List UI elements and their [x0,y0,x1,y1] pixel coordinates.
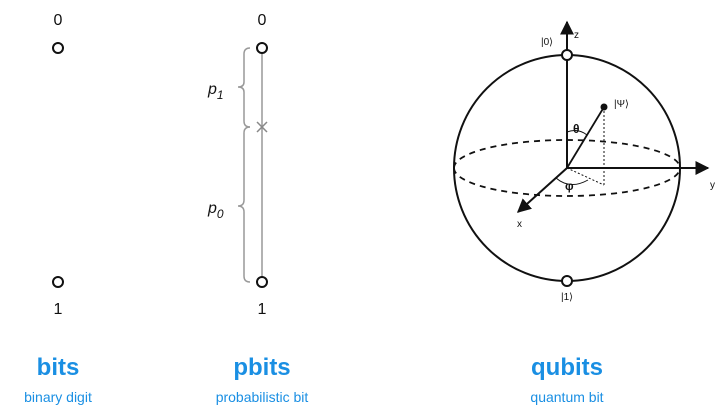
theta-label: θ [573,122,580,136]
bit-one-state-point [52,276,64,288]
pbits-title: pbits [233,354,290,381]
phi-arc [555,177,589,185]
bloch-equator-back [453,139,681,169]
ket-one-point [561,275,573,287]
bloch-equator-front [453,167,681,197]
bits-panel: 0 1 bits binary digit [24,12,92,405]
x-axis-label: x [517,219,522,230]
x-axis [516,167,568,213]
pbit-zero-label: 0 [258,12,267,29]
qubits-subtitle: quantum bit [530,389,603,405]
pbit-one-label: 1 [258,301,267,318]
ket-zero-point [561,49,573,61]
equatorial-projection [566,167,605,186]
pbits-panel: 0 p1 p0 1 pbits probabilistic bit [207,12,308,405]
phi-label: φ [565,179,574,193]
pbit-zero-state-point [256,42,268,54]
p0-label: p0 [207,200,224,221]
pbit-state-marker [256,121,268,133]
p0-brace [237,126,251,283]
p1-label: p1 [207,81,224,102]
pbits-subtitle: probabilistic bit [216,389,309,405]
bit-zero-label: 0 [54,12,63,29]
bits-title: bits [37,354,80,381]
bit-one-label: 1 [54,301,63,318]
p1-brace [237,47,251,128]
qubits-panel: z y x θ φ |0⟩ |1⟩ |Ψ⟩ qubits quantum bit [453,20,715,405]
pbit-one-state-point [256,276,268,288]
bit-zero-state-point [52,42,64,54]
qubits-title: qubits [531,354,603,381]
theta-arc [566,130,588,136]
state-vector [566,106,605,169]
psi-label: |Ψ⟩ [614,99,629,110]
bits-subtitle: binary digit [24,389,92,405]
y-axis-label: y [710,180,715,191]
ket-one-label: |1⟩ [561,292,573,303]
ket-zero-label: |0⟩ [541,37,553,48]
z-axis-label: z [574,30,579,41]
